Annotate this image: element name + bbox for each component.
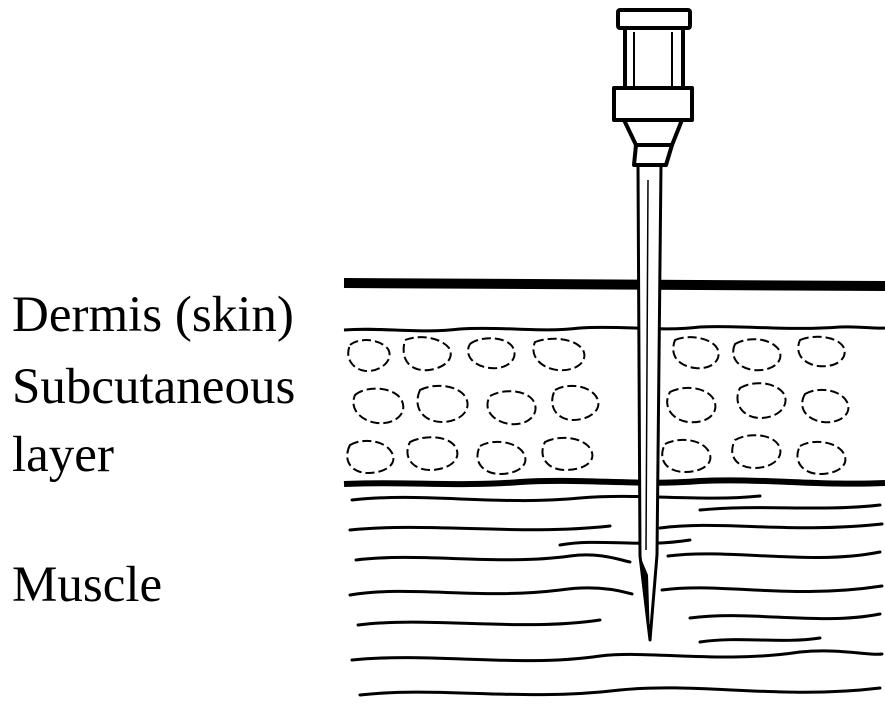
muscle-fibers (350, 496, 882, 695)
needle-shaft (638, 165, 661, 640)
dermis-top-line (344, 283, 885, 286)
subcutaneous-label-line1: Subcutaneous (12, 362, 295, 413)
subcutaneous-label-line2: layer (12, 430, 114, 481)
subcutaneous-bottom-line (344, 480, 885, 484)
dermis-bottom-line (344, 327, 885, 331)
dermis-label: Dermis (skin) (12, 290, 294, 341)
muscle-label: Muscle (12, 560, 162, 611)
needle-hub (614, 10, 692, 165)
subcutaneous-fat-cells (347, 337, 848, 474)
